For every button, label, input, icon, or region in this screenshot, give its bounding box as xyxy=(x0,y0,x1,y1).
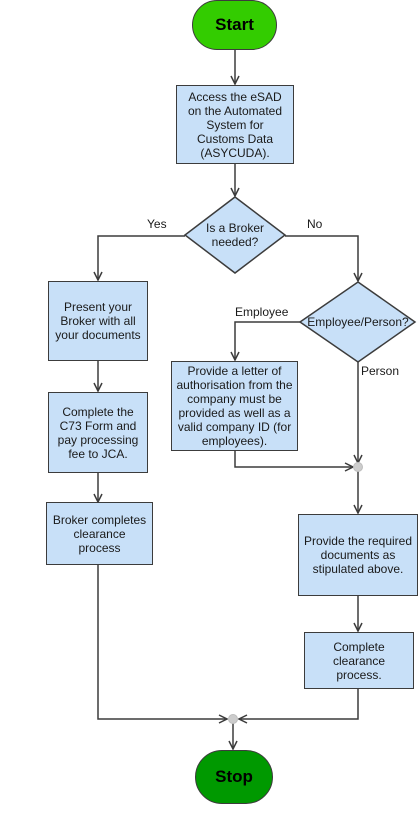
decision-broker-shape xyxy=(183,196,287,274)
edge-broker-path-to-stop-junction xyxy=(97,565,227,719)
yes-label: Yes xyxy=(147,217,167,231)
access-esad-box: Access the eSAD on the Automated System … xyxy=(176,85,294,164)
edge-no xyxy=(285,235,358,281)
complete-clearance-box: Complete clearance process. xyxy=(304,632,414,689)
employee-question-text: Employee/Person? xyxy=(307,315,409,329)
present-broker-box: Present your Broker with all your docume… xyxy=(48,281,148,361)
stop-terminal: Stop xyxy=(195,750,273,804)
person-label: Person xyxy=(361,364,400,378)
edge-employee xyxy=(235,321,300,360)
merge-junction-bottom xyxy=(228,714,238,724)
broker-completes-box: Broker completes clearance process xyxy=(46,502,153,565)
broker-question-text: Is a Broker needed? xyxy=(205,221,265,249)
employee-label: Employee xyxy=(235,305,289,319)
decision-employee-shape xyxy=(298,281,417,363)
edge-complete-to-stop-junction xyxy=(239,689,359,719)
complete-c73-box: Complete the C73 Form and pay processing… xyxy=(48,392,148,473)
authorisation-letter-box: Provide a letter of authorisation from t… xyxy=(171,361,298,451)
no-label: No xyxy=(307,217,323,231)
edge-letter-to-junction xyxy=(234,451,353,467)
edge-yes xyxy=(98,235,185,280)
provide-documents-box: Provide the required documents as stipul… xyxy=(298,514,418,596)
start-terminal: Start xyxy=(192,0,277,50)
merge-junction-right xyxy=(353,462,363,472)
